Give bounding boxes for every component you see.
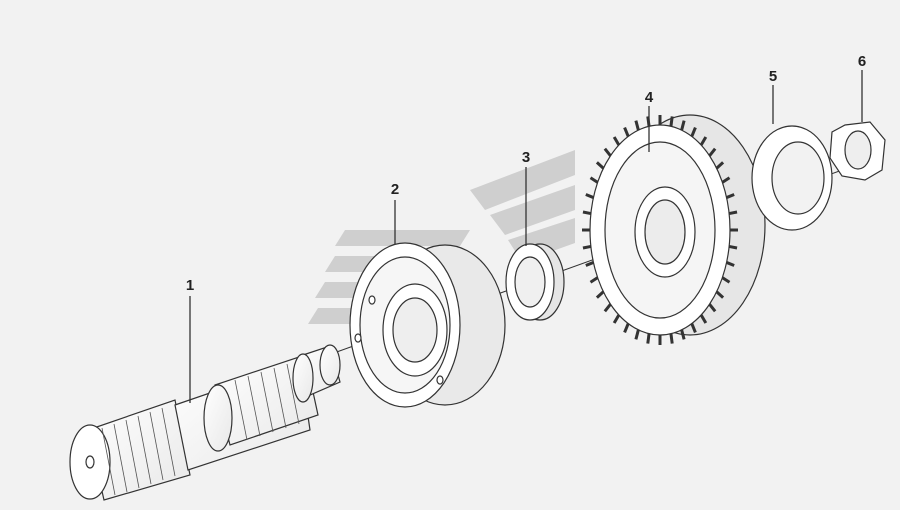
hub-ring-part xyxy=(349,242,506,408)
gear-part xyxy=(589,114,766,336)
callout-number-1: 1 xyxy=(185,277,195,294)
callout-leader-lines xyxy=(189,70,863,403)
callout-number-4: 4 xyxy=(644,89,654,106)
gear-teeth xyxy=(582,115,738,345)
shaft-part xyxy=(69,344,341,501)
sleeve-part xyxy=(505,243,565,321)
callout-number-3: 3 xyxy=(521,149,531,166)
washer-part xyxy=(751,125,833,231)
shaft-splines xyxy=(101,363,300,496)
nut-part xyxy=(829,121,886,181)
callout-number-5: 5 xyxy=(768,68,778,85)
callout-number-2: 2 xyxy=(390,181,400,198)
callout-number-6: 6 xyxy=(857,53,867,70)
